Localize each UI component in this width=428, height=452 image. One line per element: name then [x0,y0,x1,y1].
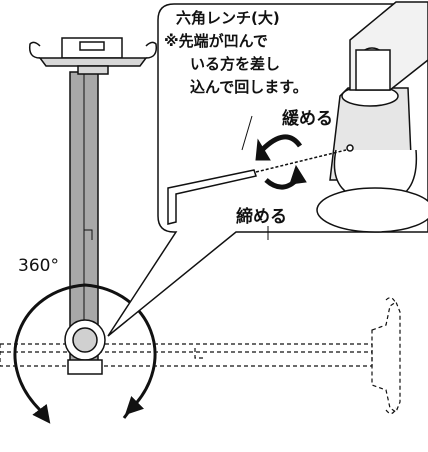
detail-pivot [316,1,428,233]
callout-line-2: ※先端が凹んで [164,32,268,50]
callout-bubble [107,3,428,337]
top-mount-plate [28,37,158,75]
callout-line-1: 六角レンチ(大) [176,9,280,27]
base-joint [64,319,106,375]
callout-line-4: 込んで回します。 [190,78,308,96]
callout-line-3: いる方を差し [190,55,281,73]
tighten-label: 締める [236,207,287,227]
turn-arrows [255,134,307,190]
rotation-label: 360° [18,256,59,276]
hex-key [167,149,347,225]
loosen-label: 緩める [282,109,333,129]
swung-arm-dashed [0,297,401,415]
rotation-arrow [13,283,157,424]
